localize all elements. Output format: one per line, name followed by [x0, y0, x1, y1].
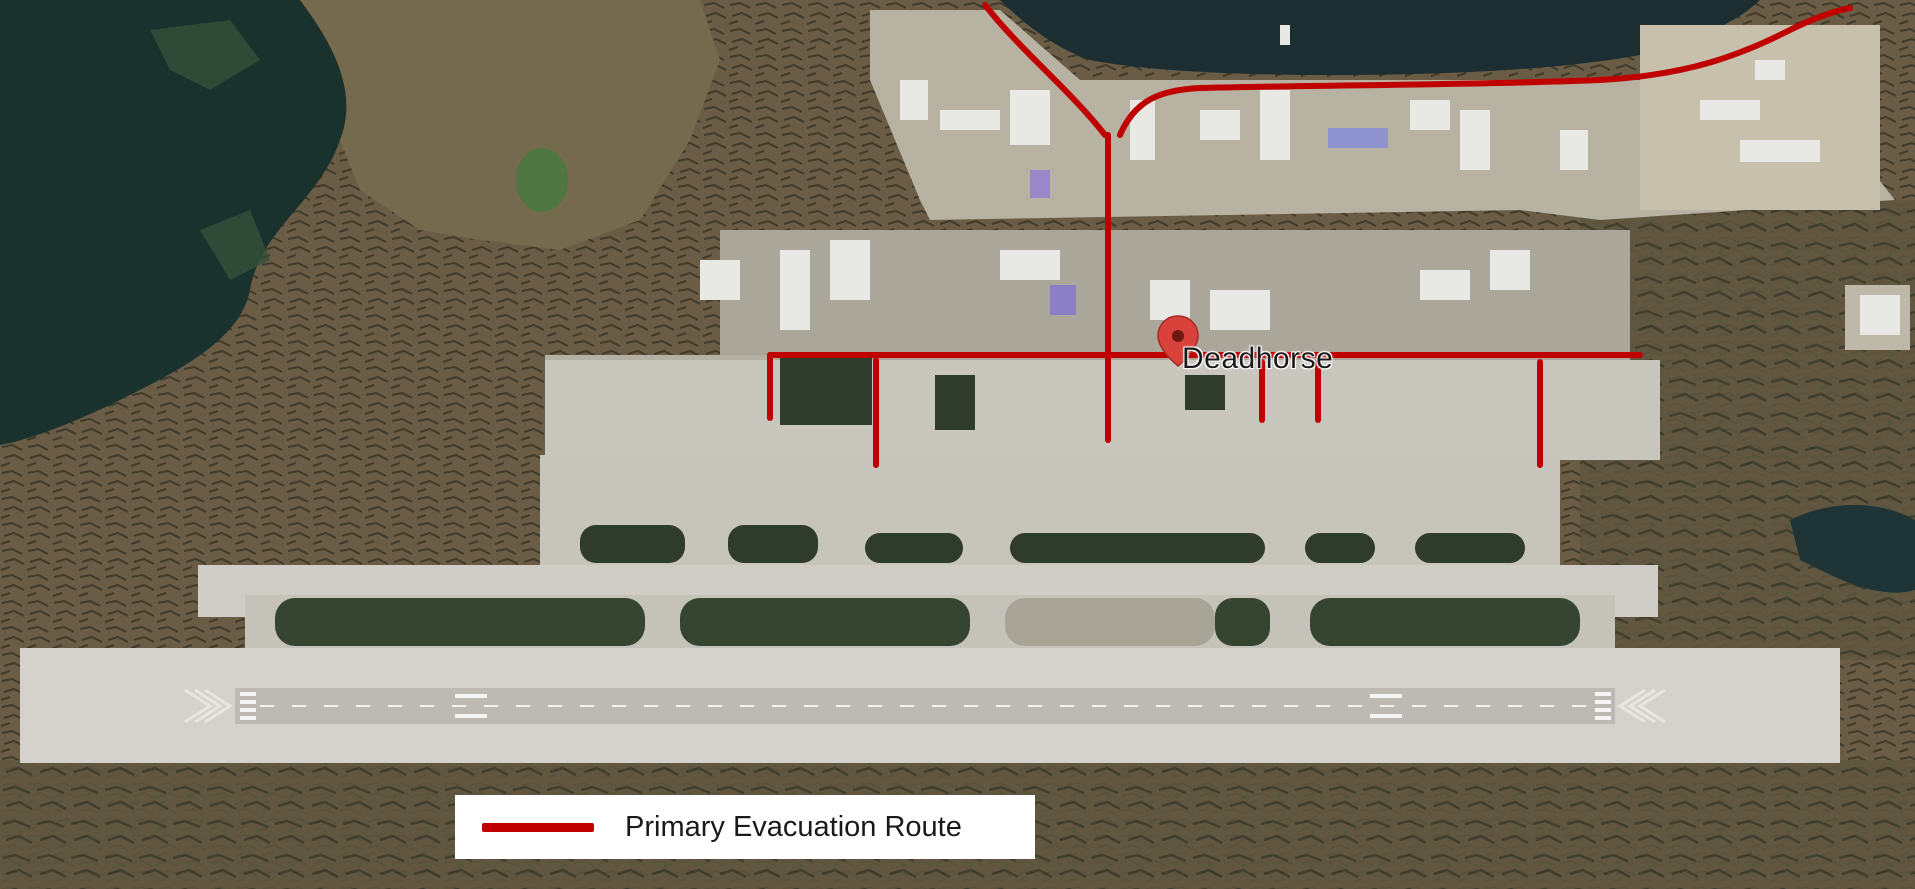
legend-route-swatch	[482, 822, 594, 832]
runway	[235, 688, 1615, 724]
runway-chevrons	[184, 688, 1666, 724]
water-north	[1000, 0, 1760, 75]
apron-ponds	[580, 355, 1525, 563]
building-purple-north	[1030, 170, 1050, 198]
evacuation-route	[767, 2, 1853, 468]
water-east-edge	[1790, 505, 1915, 593]
runway-threshold-markings	[240, 692, 1611, 720]
lake-west-shallows	[150, 20, 270, 280]
place-label: Deadhorse	[1182, 342, 1334, 375]
legend-label: Primary Evacuation Route	[625, 810, 962, 843]
infield-ponds	[275, 598, 1580, 646]
grassland-northwest	[300, 0, 720, 250]
building-purple-center	[1050, 285, 1076, 315]
green-pond	[516, 148, 568, 212]
legend: Primary Evacuation Route	[455, 795, 1035, 859]
location-pin-icon[interactable]	[1157, 315, 1199, 367]
lake-west	[0, 0, 347, 445]
industrial-pad-north	[870, 10, 1895, 220]
building-blue	[1328, 128, 1388, 148]
